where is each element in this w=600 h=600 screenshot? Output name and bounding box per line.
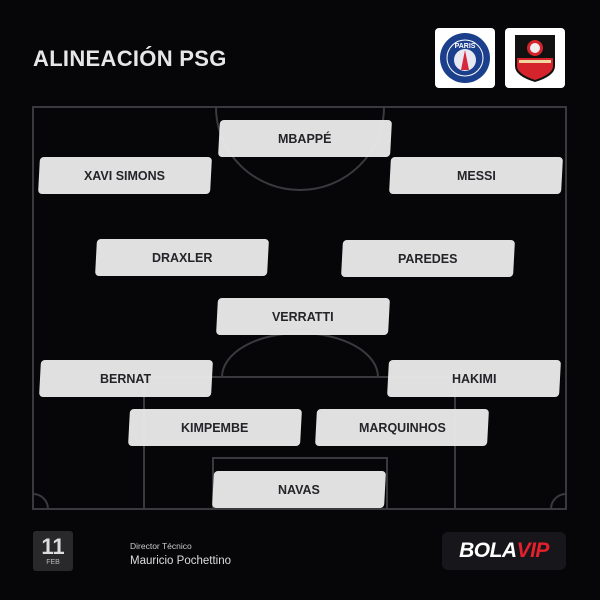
date-month: FEB xyxy=(46,559,60,566)
player-card-draxler[interactable]: DRAXLER xyxy=(95,239,269,276)
player-name: HAKIMI xyxy=(451,371,497,386)
psg-crest-icon: PARIS xyxy=(440,33,490,83)
player-name: KIMPEMBE xyxy=(181,420,249,435)
corner-arc-right xyxy=(550,493,567,510)
rennes-logo xyxy=(505,28,565,88)
player-card-xavi-simons[interactable]: XAVI SIMONS xyxy=(38,157,212,194)
player-card-verratti[interactable]: VERRATTI xyxy=(216,298,390,335)
penalty-arc xyxy=(221,332,379,378)
player-card-mbappe[interactable]: MBAPPÉ xyxy=(218,120,392,157)
player-name: PAREDES xyxy=(398,251,458,266)
player-card-messi[interactable]: MESSI xyxy=(389,157,563,194)
player-name: BERNAT xyxy=(100,371,152,386)
player-card-kimpembe[interactable]: KIMPEMBE xyxy=(128,409,302,446)
svg-text:PARIS: PARIS xyxy=(455,43,476,50)
player-name: NAVAS xyxy=(278,482,320,497)
player-card-navas[interactable]: NAVAS xyxy=(212,471,386,508)
brand-part1: BOLA xyxy=(459,539,517,562)
date-day: 11 xyxy=(41,534,65,559)
player-card-marquinhos[interactable]: MARQUINHOS xyxy=(315,409,489,446)
brand-part2: VIP xyxy=(516,539,550,562)
player-name: MARQUINHOS xyxy=(358,420,446,435)
player-card-bernat[interactable]: BERNAT xyxy=(39,360,213,397)
corner-arc-left xyxy=(32,493,49,510)
player-name: MBAPPÉ xyxy=(278,131,332,146)
player-name: DRAXLER xyxy=(151,250,213,265)
coach-name: Mauricio Pochettino xyxy=(130,555,231,567)
psg-logo: PARIS xyxy=(435,28,495,88)
player-card-hakimi[interactable]: HAKIMI xyxy=(387,360,561,397)
player-card-paredes[interactable]: PAREDES xyxy=(341,240,515,277)
player-name: XAVI SIMONS xyxy=(84,168,166,183)
player-name: MESSI xyxy=(456,168,496,183)
match-date: 11 FEB xyxy=(33,531,73,571)
page-title: ALINEACIÓN PSG xyxy=(33,46,227,71)
coach-label: Director Técnico xyxy=(130,541,192,551)
rennes-crest-icon xyxy=(515,35,555,82)
player-name: VERRATTI xyxy=(272,309,334,324)
